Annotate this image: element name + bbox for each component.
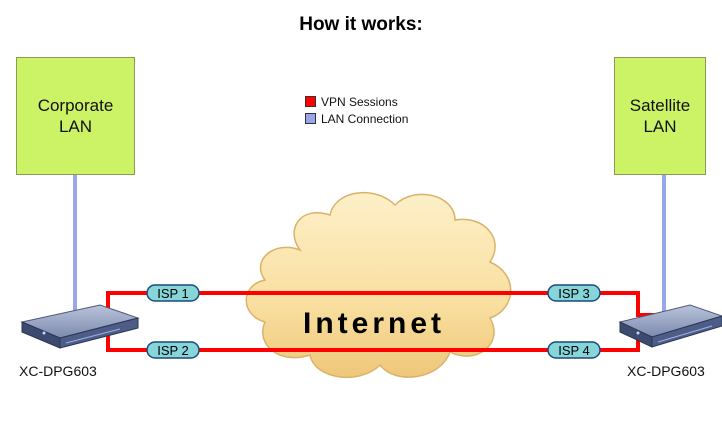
satellite-lan-line2: LAN xyxy=(643,117,677,136)
isp-3-label: ISP 3 xyxy=(558,286,590,301)
device-label-right: XC-DPG603 xyxy=(627,363,705,379)
legend: VPN Sessions LAN Connection xyxy=(305,93,408,127)
isp-4-label: ISP 4 xyxy=(558,343,590,358)
isp-1-label: ISP 1 xyxy=(157,286,189,301)
router-icon-left xyxy=(20,304,140,349)
internet-label: Internet xyxy=(303,307,445,340)
corporate-lan-line1: Corporate xyxy=(37,96,114,115)
vpn-swatch-icon xyxy=(305,96,316,107)
isp-2-badge: ISP 2 xyxy=(146,341,200,359)
corporate-lan-box: Corporate LAN xyxy=(16,57,135,175)
isp-3-badge: ISP 3 xyxy=(547,284,601,302)
device-label-left: XC-DPG603 xyxy=(19,363,97,379)
isp-2-label: ISP 2 xyxy=(157,343,189,358)
satellite-lan-box: Satellite LAN xyxy=(614,57,706,175)
legend-label-vpn: VPN Sessions xyxy=(321,94,398,109)
isp-1-badge: ISP 1 xyxy=(146,284,200,302)
legend-item-lan: LAN Connection xyxy=(305,110,408,127)
corporate-lan-line2: LAN xyxy=(58,117,93,136)
satellite-lan-line1: Satellite xyxy=(629,96,691,115)
page-title: How it works: xyxy=(299,14,423,35)
lan-swatch-icon xyxy=(305,113,316,124)
legend-label-lan: LAN Connection xyxy=(321,111,409,126)
legend-item-vpn: VPN Sessions xyxy=(305,93,408,110)
router-icon-right xyxy=(618,304,722,348)
isp-4-badge: ISP 4 xyxy=(547,341,601,359)
